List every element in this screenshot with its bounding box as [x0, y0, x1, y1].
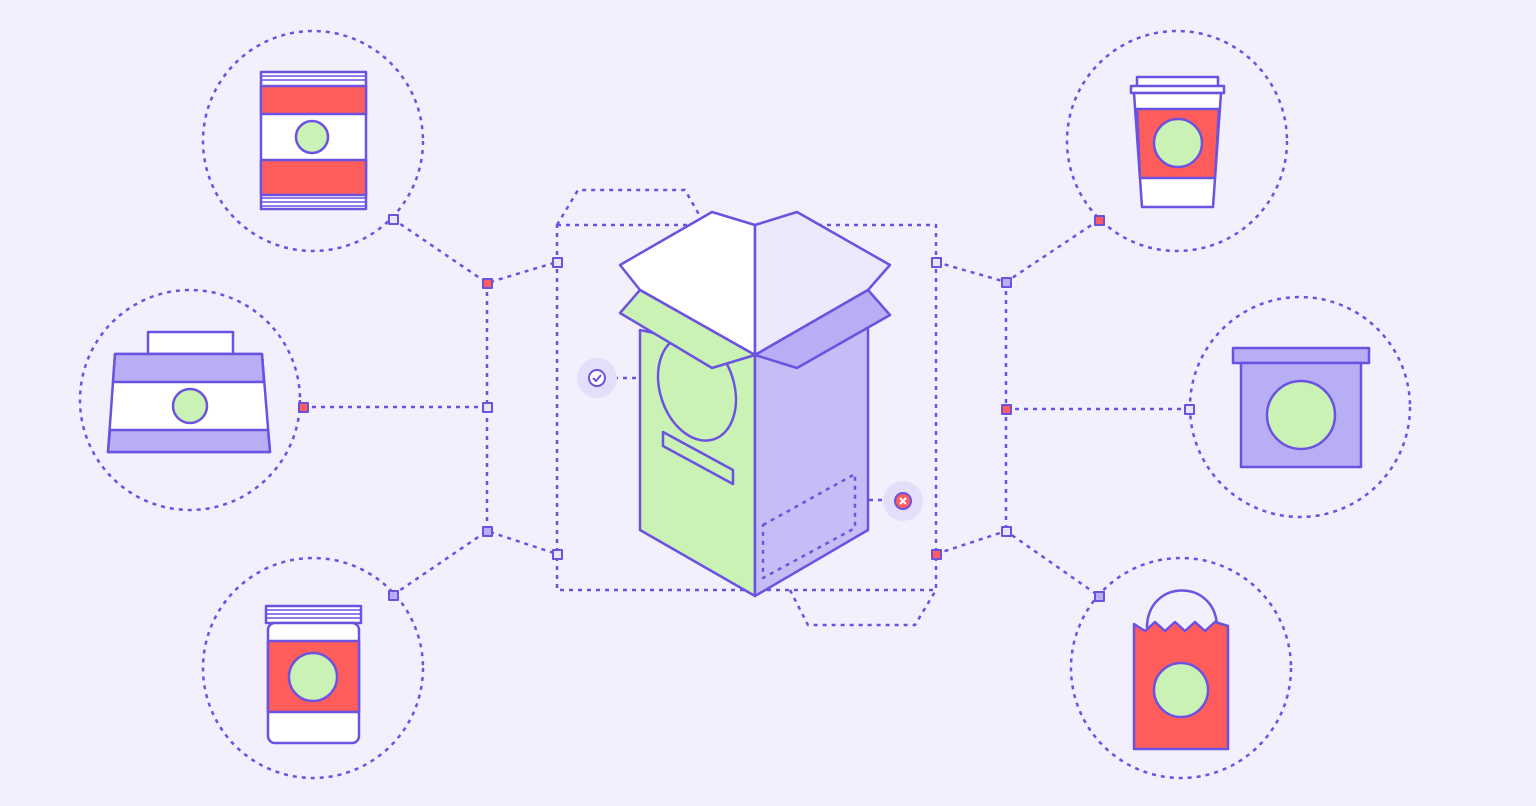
- check-icon: [577, 358, 617, 398]
- paper-bag-icon: [1132, 589, 1230, 751]
- coffee-cup-icon: [1129, 75, 1226, 209]
- open-box-icon: [618, 210, 892, 598]
- jar-icon: [264, 604, 363, 745]
- cross-icon: [883, 481, 923, 521]
- tub-icon: [106, 330, 272, 454]
- chips-bag-icon: [259, 70, 368, 211]
- product-circles: [78, 29, 1412, 780]
- connector-nodes: [298, 214, 1195, 602]
- box-container-icon: [1231, 346, 1371, 469]
